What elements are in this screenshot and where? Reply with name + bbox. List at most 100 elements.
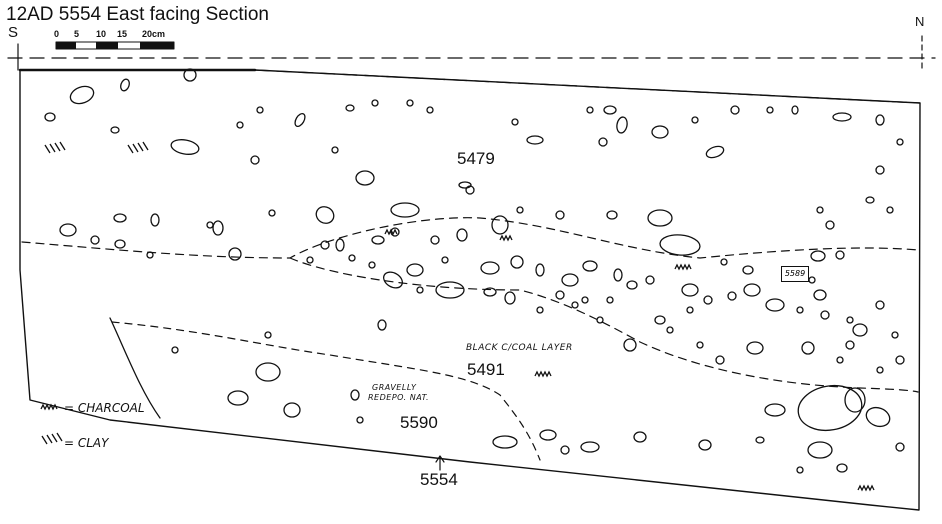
- stone-inclusion: [183, 68, 197, 82]
- stone-inclusion: [755, 436, 765, 444]
- stone-inclusion: [626, 280, 638, 290]
- stone-inclusion: [294, 112, 306, 128]
- stone-inclusion: [539, 429, 557, 441]
- charcoal-mark: [499, 234, 513, 242]
- stone-inclusion: [350, 389, 360, 401]
- stone-inclusion: [306, 256, 314, 264]
- stone-inclusion: [114, 239, 126, 249]
- stone-inclusion: [633, 431, 647, 443]
- stone-inclusion: [256, 106, 264, 114]
- stone-inclusion: [146, 251, 154, 259]
- stone-inclusion: [666, 326, 674, 334]
- stone-inclusion: [511, 118, 519, 126]
- stone-inclusion: [801, 341, 815, 355]
- arrow-5554-head: [435, 455, 445, 463]
- stone-inclusion: [764, 403, 786, 417]
- stone-inclusion: [616, 116, 628, 134]
- south-marker-label: S: [8, 24, 19, 41]
- stone-inclusion: [703, 295, 713, 305]
- stone-inclusion: [250, 155, 260, 165]
- stone-inclusion: [875, 114, 885, 126]
- stone-inclusion: [891, 331, 899, 339]
- charcoal-clay-marks: [40, 141, 875, 492]
- stone-inclusion: [797, 384, 863, 432]
- stone-inclusion: [426, 106, 434, 114]
- stone-inclusion: [383, 271, 403, 289]
- stone-inclusion: [743, 283, 761, 297]
- stone-inclusion: [492, 435, 518, 449]
- stone-inclusion: [120, 78, 130, 92]
- clay-mark: [44, 141, 66, 154]
- stone-inclusion: [491, 215, 509, 235]
- stone-inclusion: [228, 247, 242, 261]
- north-marker-label: N: [915, 14, 925, 29]
- legend-charcoal-symbol: [40, 403, 58, 411]
- stone-inclusion: [698, 439, 712, 451]
- stone-inclusion: [227, 390, 249, 406]
- stone-inclusion: [659, 234, 701, 256]
- stone-inclusion: [264, 331, 272, 339]
- stone-inclusion: [377, 319, 387, 331]
- context-5554-label: 5554: [420, 470, 458, 489]
- stone-inclusion: [170, 139, 200, 155]
- stone-inclusion: [727, 291, 737, 301]
- stone-inclusion: [430, 235, 440, 245]
- stone-inclusion: [681, 283, 699, 297]
- stone-inclusion: [465, 185, 475, 195]
- stone-inclusion: [766, 106, 774, 114]
- stone-inclusion: [283, 402, 301, 418]
- stone-inclusion: [516, 206, 524, 214]
- cut-5554: [109, 317, 161, 419]
- stone-inclusion: [150, 213, 160, 227]
- stone-inclusion: [345, 104, 355, 112]
- legend-clay: = CLAY: [64, 436, 109, 450]
- stone-inclusion: [808, 276, 816, 284]
- stone-inclusion: [715, 355, 725, 365]
- context-5479-label: 5479: [457, 149, 495, 168]
- stone-inclusion: [390, 202, 420, 218]
- stone-inclusion: [816, 206, 824, 214]
- boundary-5479-5491: [21, 217, 919, 259]
- stone-inclusion: [480, 261, 500, 275]
- context-5491-label: 5491: [467, 360, 505, 379]
- stone-inclusion: [416, 286, 424, 294]
- stone-inclusion: [836, 463, 848, 473]
- stone-inclusion: [791, 105, 799, 115]
- stone-inclusion: [613, 268, 623, 282]
- stone-inclusion: [765, 298, 785, 312]
- stone-inclusion: [536, 306, 544, 314]
- stone-inclusion: [835, 250, 845, 260]
- stone-inclusion: [598, 137, 608, 147]
- stone-inclusion: [113, 213, 127, 223]
- stone-inclusion: [315, 206, 335, 224]
- stone-inclusion: [596, 316, 604, 324]
- stone-inclusion: [742, 265, 754, 275]
- stone-inclusion: [647, 209, 673, 227]
- scale-tick-15: 15: [117, 29, 128, 39]
- stone-inclusion: [865, 196, 875, 204]
- stone-inclusion: [206, 221, 214, 229]
- charcoal-mark: [857, 484, 875, 492]
- stone-inclusion: [456, 228, 468, 242]
- context-5590-label: 5590: [400, 413, 438, 432]
- stone-inclusion: [654, 315, 666, 325]
- stone-inclusion: [406, 99, 414, 107]
- stone-inclusions: [44, 68, 905, 474]
- stone-inclusion: [645, 275, 655, 285]
- stone-inclusion: [390, 227, 400, 237]
- stone-inclusion: [483, 287, 497, 297]
- stone-inclusion: [110, 126, 120, 134]
- scale-tick-0: 0: [54, 29, 60, 39]
- stone-inclusion: [896, 138, 904, 146]
- stone-inclusion: [355, 170, 375, 186]
- stone-inclusion: [555, 290, 565, 300]
- stone-inclusion: [820, 310, 830, 320]
- clay-mark: [127, 141, 149, 154]
- stone-inclusion: [510, 255, 524, 269]
- stone-inclusion: [836, 356, 844, 364]
- stone-inclusion: [255, 362, 281, 382]
- stone-inclusion: [586, 106, 594, 114]
- stone-inclusion: [651, 125, 669, 139]
- stone-inclusion: [335, 238, 345, 252]
